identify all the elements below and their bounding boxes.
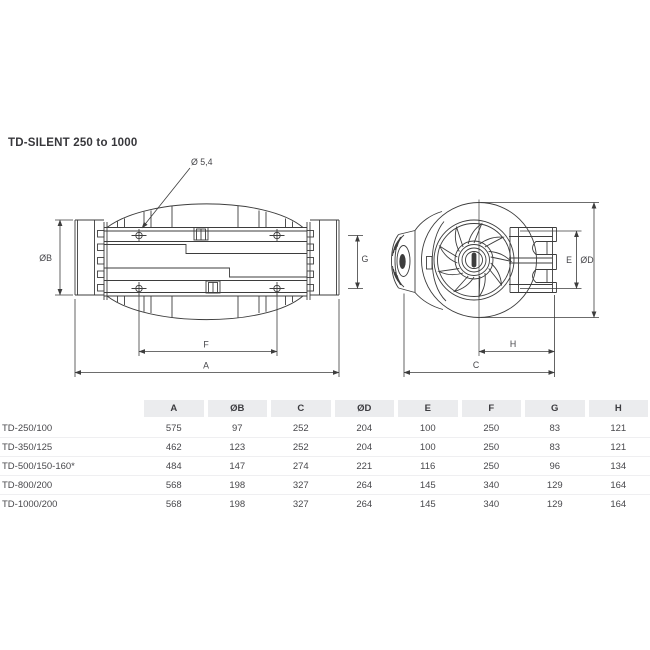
value-cell: 83	[549, 422, 561, 434]
value-cell: 129	[546, 498, 563, 510]
value-cell: 116	[420, 460, 436, 472]
value-cell: 123	[229, 441, 246, 453]
value-cell: 204	[356, 441, 373, 453]
value-cell: 250	[483, 422, 500, 434]
dim-label-f: F	[203, 340, 209, 350]
model-cell: TD-350/125	[2, 441, 53, 453]
dim-label-h: H	[510, 339, 516, 349]
motor-box	[391, 211, 444, 310]
dim-label-g: G	[362, 254, 369, 264]
dim-label-c: C	[473, 360, 480, 370]
value-cell: 274	[292, 460, 309, 472]
value-cell: 340	[483, 498, 500, 510]
value-cell: 145	[419, 479, 436, 491]
dim-label-hole-diameter: Ø 5,4	[191, 157, 213, 167]
value-cell: 121	[610, 441, 627, 453]
model-cell: TD-250/100	[2, 422, 53, 434]
front-view-dimensions	[403, 202, 599, 377]
value-cell: 221	[356, 460, 373, 472]
model-cell: TD-1000/200	[2, 498, 58, 510]
model-cell: TD-800/200	[2, 479, 53, 491]
value-cell: 100	[419, 441, 436, 453]
side-view-dimensions	[55, 167, 363, 377]
value-cell: 134	[610, 460, 627, 472]
value-cell: 97	[231, 422, 243, 434]
value-cell: 264	[356, 498, 373, 510]
model-cell: TD-500/150-160*	[2, 460, 75, 472]
table-header-cell: F	[461, 400, 521, 417]
value-cell: 250	[483, 460, 500, 472]
side-view-drawing	[74, 203, 340, 320]
value-cell: 250	[483, 441, 500, 453]
value-cell: 204	[356, 422, 373, 434]
table-row: TD-1000/200 568 198 327 264 145 340 129 …	[0, 495, 650, 513]
value-cell: 164	[610, 479, 627, 491]
mounting-holes	[131, 229, 285, 295]
value-cell: 568	[165, 498, 182, 510]
page-title: TD-SILENT 250 to 1000	[8, 137, 138, 149]
value-cell: 568	[165, 479, 182, 491]
table-header-cell: G	[525, 400, 585, 417]
value-cell: 264	[356, 479, 373, 491]
value-cell: 121	[610, 422, 627, 434]
table-header-cell: C	[271, 400, 331, 417]
value-cell: 462	[165, 441, 182, 453]
value-cell: 575	[165, 422, 182, 434]
value-cell: 83	[549, 441, 561, 453]
dim-label-diameter-b: ØB	[39, 253, 52, 263]
table-row: TD-800/200 568 198 327 264 145 340 129 1…	[0, 476, 650, 495]
value-cell: 129	[546, 479, 563, 491]
dim-label-a: A	[203, 361, 209, 371]
dimension-table: A ØB C ØD E F G H TD-250/100 575 97 252 …	[0, 400, 650, 513]
mounting-bracket	[509, 227, 557, 293]
value-cell: 96	[549, 460, 561, 472]
dim-label-diameter-d: ØD	[580, 255, 593, 265]
impeller-blades	[437, 222, 513, 299]
value-cell: 484	[165, 460, 182, 472]
value-cell: 252	[292, 441, 309, 453]
front-view-drawing	[391, 199, 557, 356]
value-cell: 100	[419, 422, 436, 434]
table-header-cell: H	[588, 400, 648, 417]
value-cell: 198	[229, 479, 246, 491]
dim-label-e: E	[566, 255, 572, 265]
value-cell: 145	[419, 498, 436, 510]
technical-drawing: ØB G F A Ø 5,4	[39, 157, 599, 377]
table-header-cell: ØD	[334, 400, 394, 417]
value-cell: 147	[229, 460, 246, 472]
value-cell: 327	[292, 498, 309, 510]
table-header-row: A ØB C ØD E F G H	[0, 400, 650, 417]
value-cell: 252	[292, 422, 309, 434]
table-header-cell: ØB	[207, 400, 267, 417]
value-cell: 164	[610, 498, 627, 510]
value-cell: 198	[229, 498, 246, 510]
table-row: TD-500/150-160* 484 147 274 221 116 250 …	[0, 457, 650, 476]
value-cell: 340	[483, 479, 500, 491]
value-cell: 327	[292, 479, 309, 491]
table-header-cell: A	[144, 400, 204, 417]
table-row: TD-250/100 575 97 252 204 100 250 83 121	[0, 419, 650, 438]
table-row: TD-350/125 462 123 252 204 100 250 83 12…	[0, 438, 650, 457]
table-header-cell: E	[398, 400, 458, 417]
